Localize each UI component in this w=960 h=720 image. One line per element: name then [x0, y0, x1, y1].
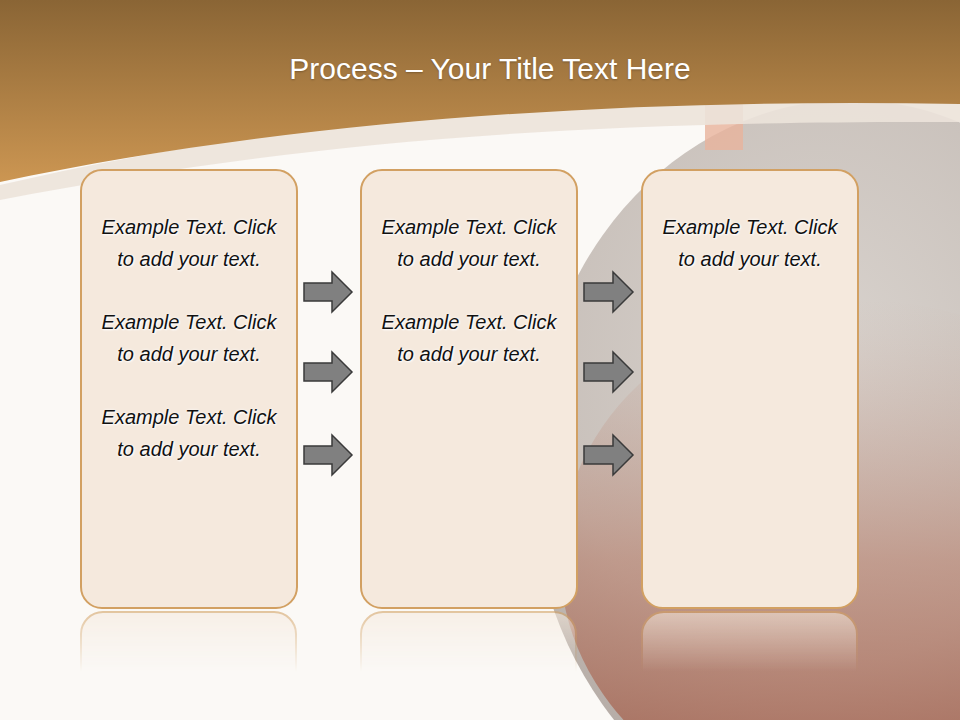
reflection: [81, 612, 296, 720]
box-text: Example Text. Click to add your text.: [94, 211, 284, 275]
block-arrow: [584, 272, 633, 312]
box-text: Example Text. Click to add your text.: [94, 401, 284, 465]
block-arrow: [304, 435, 352, 475]
box-text: Example Text. Click to add your text.: [374, 306, 564, 370]
process-box: Example Text. Click to add your text. Exa…: [80, 169, 298, 609]
box-text: Example Text. Click to add your text.: [94, 306, 284, 370]
block-arrow: [584, 435, 633, 475]
process-box: Example Text. Click to add your text.: [641, 169, 859, 609]
block-arrow: [584, 352, 633, 392]
reflection: [642, 612, 857, 720]
block-arrow: [304, 272, 352, 312]
box-text: Example Text. Click to add your text.: [374, 211, 564, 275]
process-box: Example Text. Click to add your text. Exa…: [360, 169, 578, 609]
block-arrow: [304, 352, 352, 392]
reflection: [361, 612, 576, 720]
box-text: Example Text. Click to add your text.: [655, 211, 845, 275]
box-reflections: [81, 612, 857, 720]
title-band: [0, 0, 960, 182]
slide-title: Process – Your Title Text Here: [0, 52, 960, 86]
wine-glass: [530, 100, 960, 720]
